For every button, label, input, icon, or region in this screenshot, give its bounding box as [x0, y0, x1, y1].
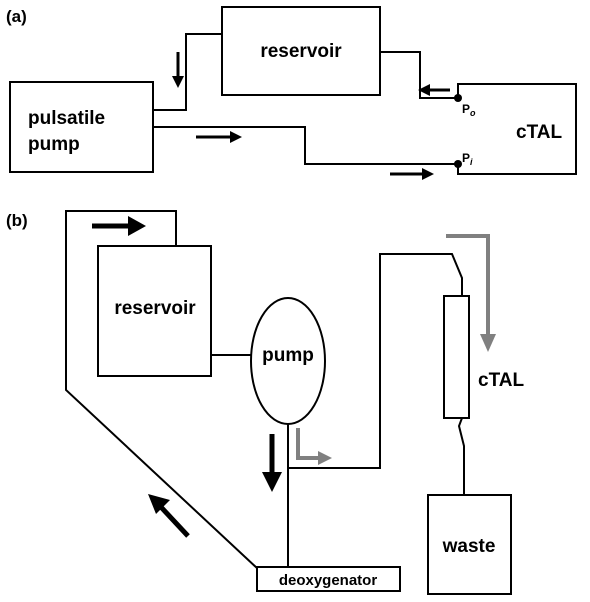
arrow-down-icon	[172, 52, 184, 88]
gray-arrow-down-icon	[446, 234, 496, 352]
panel-a-po-node	[454, 94, 462, 102]
panel-a-label: (a)	[6, 7, 27, 26]
gray-arrow-right-icon	[296, 428, 332, 465]
panel-b-pump-ellipse	[250, 297, 326, 425]
panel-a-wires	[153, 33, 577, 175]
arrow-right-icon	[196, 131, 242, 143]
panel-a-po-label: Po	[462, 102, 476, 118]
panel-b-ctal-label: cTAL	[478, 370, 524, 391]
panel-a-pump-label-1: pulsatile	[28, 108, 105, 129]
panel-b-flow-arrows	[92, 216, 496, 538]
arrow-up-left-icon	[148, 494, 190, 538]
panel-a-pi-node	[454, 160, 462, 168]
panel-b-deoxygenator-box	[256, 566, 401, 592]
arrow-right-icon	[92, 216, 146, 236]
panel-a-pi-label: Pi	[462, 151, 473, 167]
arrow-left-icon	[418, 84, 450, 96]
panel-a-reservoir-box	[221, 6, 381, 96]
panel-b-wires	[65, 210, 465, 570]
panel-b-waste-box	[427, 494, 512, 595]
arrow-right-icon	[390, 168, 434, 180]
panel-b-waste-label: waste	[442, 536, 496, 557]
panel-b-reservoir-label: reservoir	[114, 298, 196, 319]
panel-b-ctal-tube	[443, 295, 470, 419]
arrow-down-icon	[262, 434, 282, 492]
panel-a-ctal-label: cTAL	[516, 122, 562, 143]
panel-a-pump-label-2: pump	[28, 134, 80, 155]
panel-b-label: (b)	[6, 211, 28, 230]
panel-b-reservoir-box	[97, 245, 212, 377]
panel-b-deoxygenator-label: deoxygenator	[279, 572, 378, 589]
panel-b-pump-label: pump	[262, 345, 314, 366]
panel-a-reservoir-label: reservoir	[260, 41, 342, 62]
panel-a-pump-box	[9, 81, 154, 173]
panel-a-flow-arrows	[172, 52, 450, 180]
